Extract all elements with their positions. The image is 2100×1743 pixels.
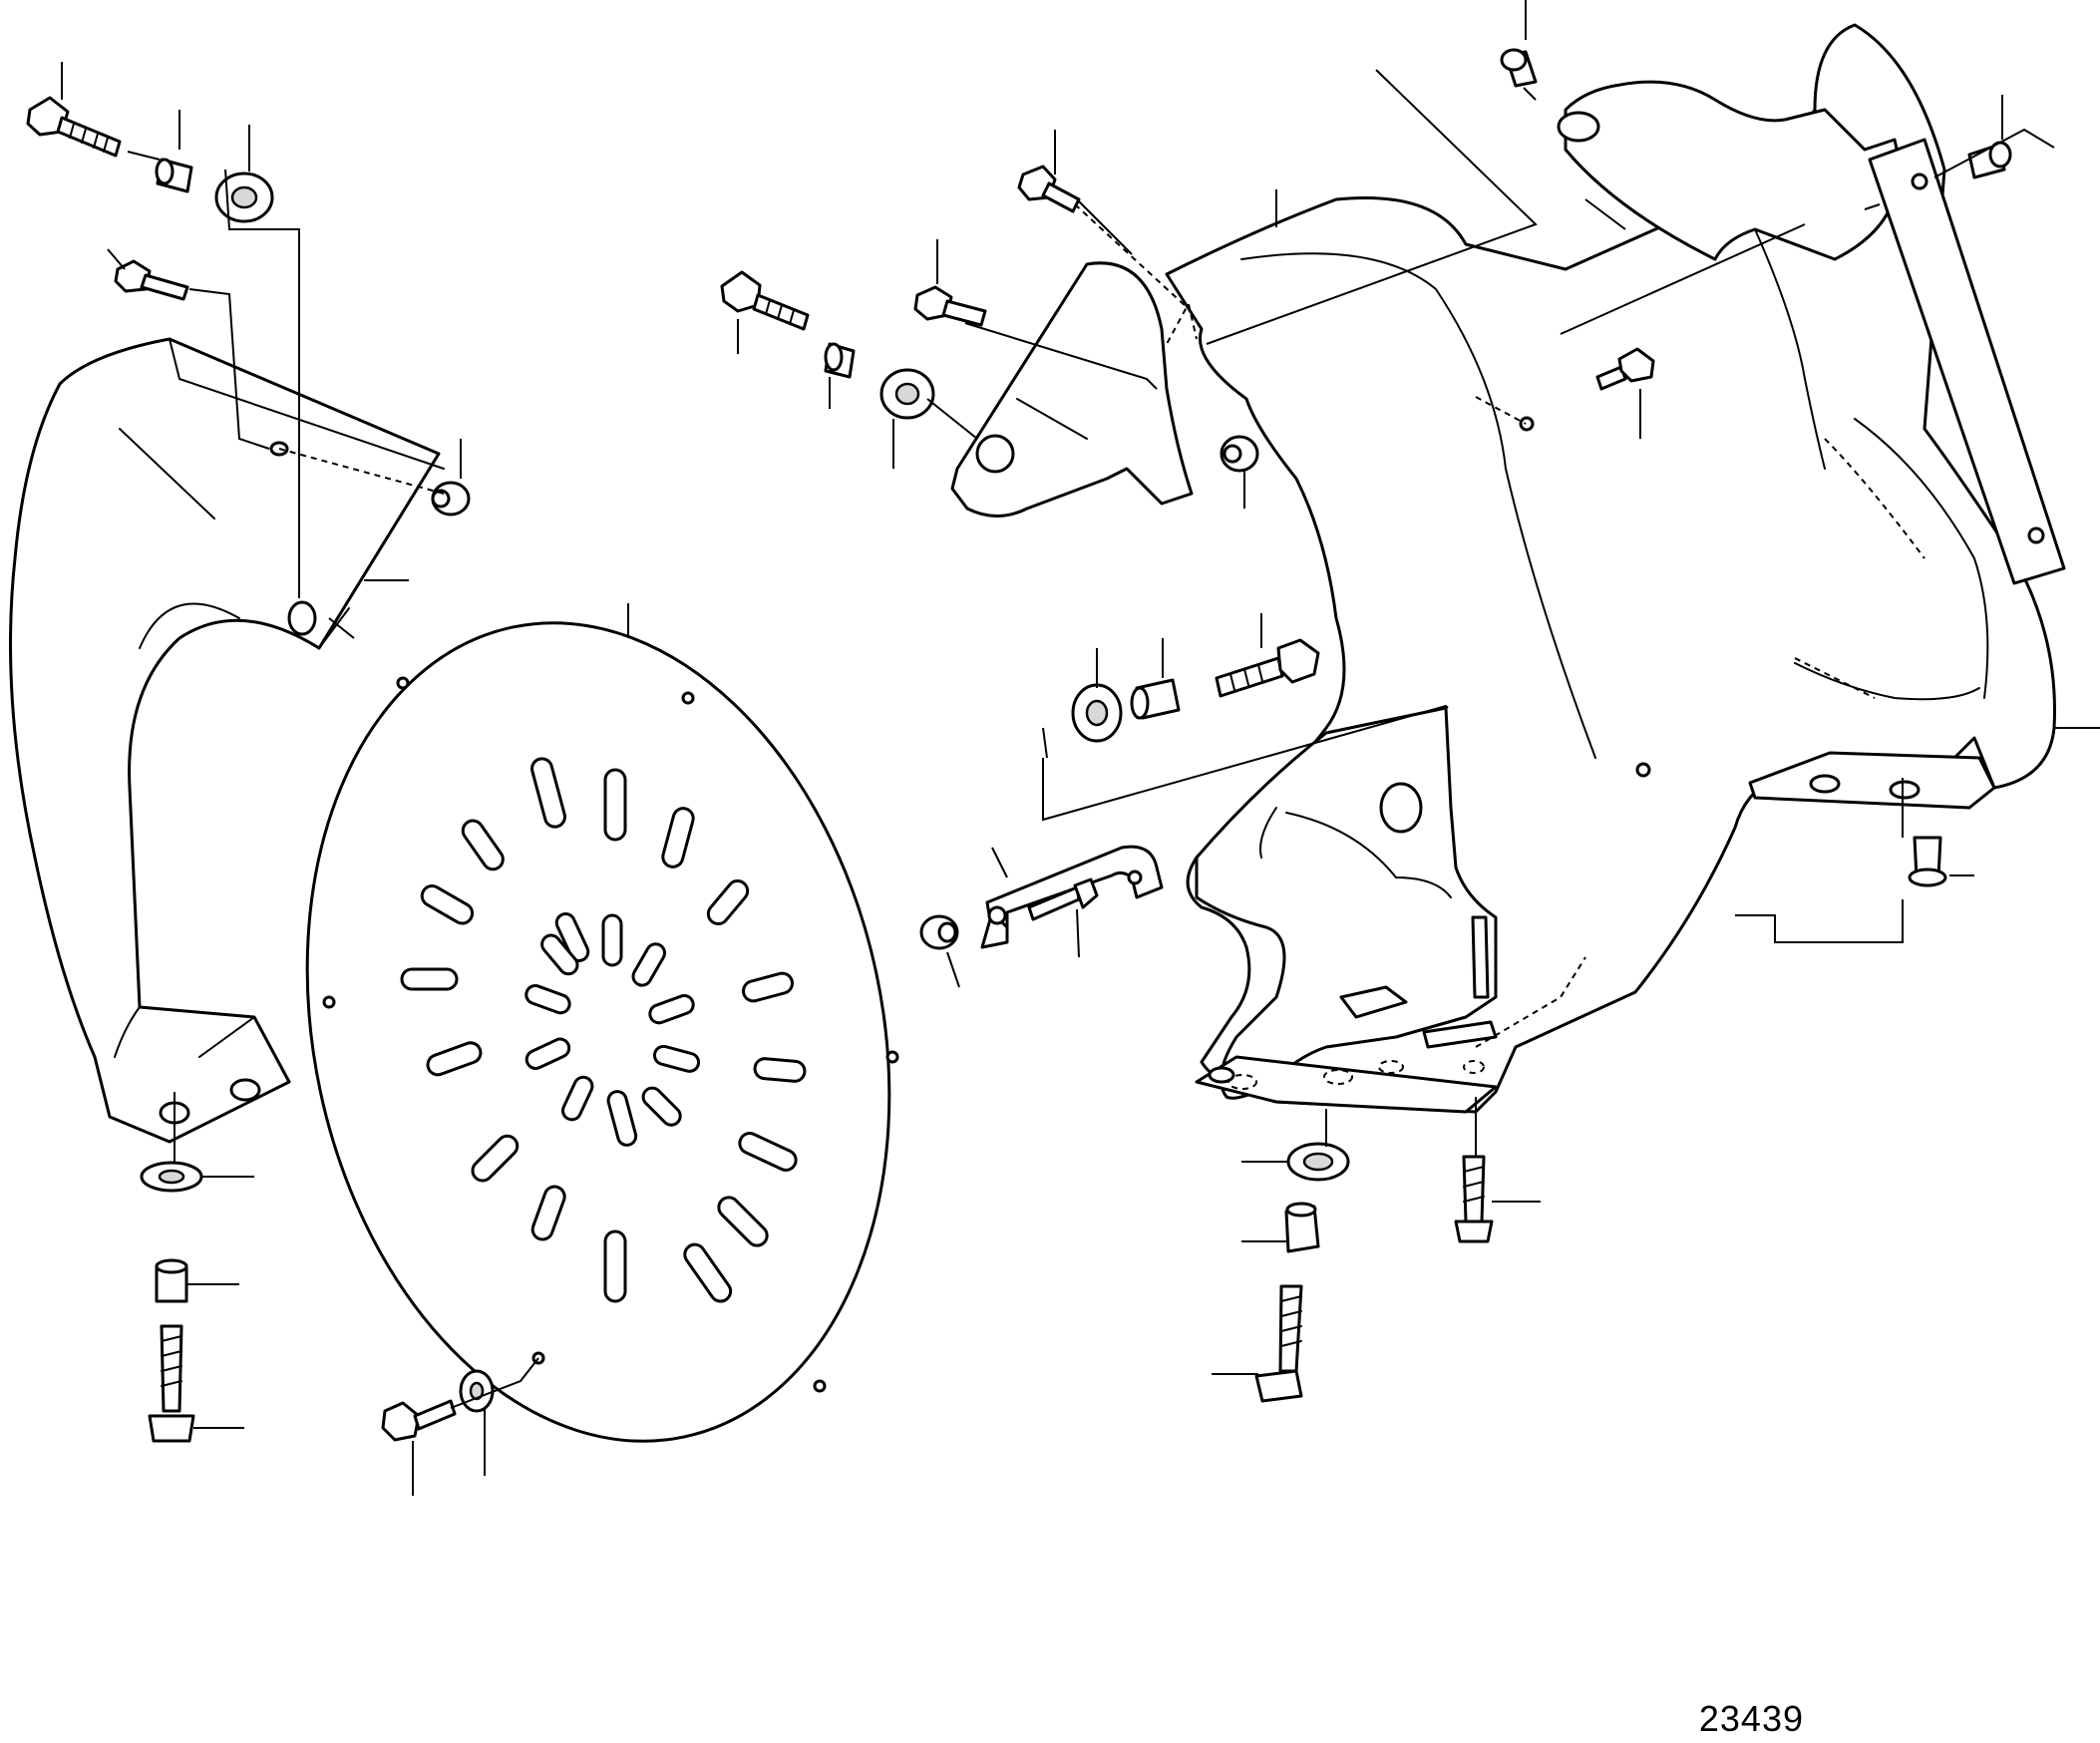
assembly-dashed-lines xyxy=(278,203,1586,1048)
bolt-upper-middle-1 xyxy=(720,270,810,331)
nut-left-shield xyxy=(431,481,471,517)
bolt-upper-middle-2 xyxy=(913,285,987,327)
engine-mount-bracket xyxy=(950,261,1194,518)
flex-plate-disc xyxy=(305,621,899,1443)
bottom-middle-mount-stack xyxy=(1254,1142,1350,1403)
spacer-top-left xyxy=(155,158,193,193)
spacer-upper-middle xyxy=(824,342,856,379)
sleeve-bottom-right xyxy=(1908,836,1947,887)
leader-lines xyxy=(61,0,2100,1496)
u-clip-bolt xyxy=(1027,877,1099,921)
bolt-top-left xyxy=(26,96,122,158)
bolt-bottom-right xyxy=(1454,1155,1494,1243)
rubber-bushing-top-left xyxy=(214,172,274,223)
sleeve-top-right-1 xyxy=(1500,48,1538,88)
bolt-upper-middle-3 xyxy=(1017,165,1081,213)
lower-housing-section xyxy=(1195,706,1498,1114)
bolt-right-side xyxy=(1595,347,1655,391)
bushing-upper-middle xyxy=(879,368,935,420)
u-clip-bracket xyxy=(980,845,1164,949)
disc-washer xyxy=(459,1369,495,1413)
disc-slots xyxy=(400,757,807,1303)
middle-bushing-stack xyxy=(1071,638,1320,743)
bottom-left-mount-stack xyxy=(140,1161,203,1443)
bolt-left-2 xyxy=(114,259,189,301)
nut-engine-bracket xyxy=(1220,435,1259,473)
u-clip-nut xyxy=(919,914,959,950)
disc-bolt xyxy=(381,1399,457,1442)
drawing-number: 23439 xyxy=(1698,1698,1804,1739)
